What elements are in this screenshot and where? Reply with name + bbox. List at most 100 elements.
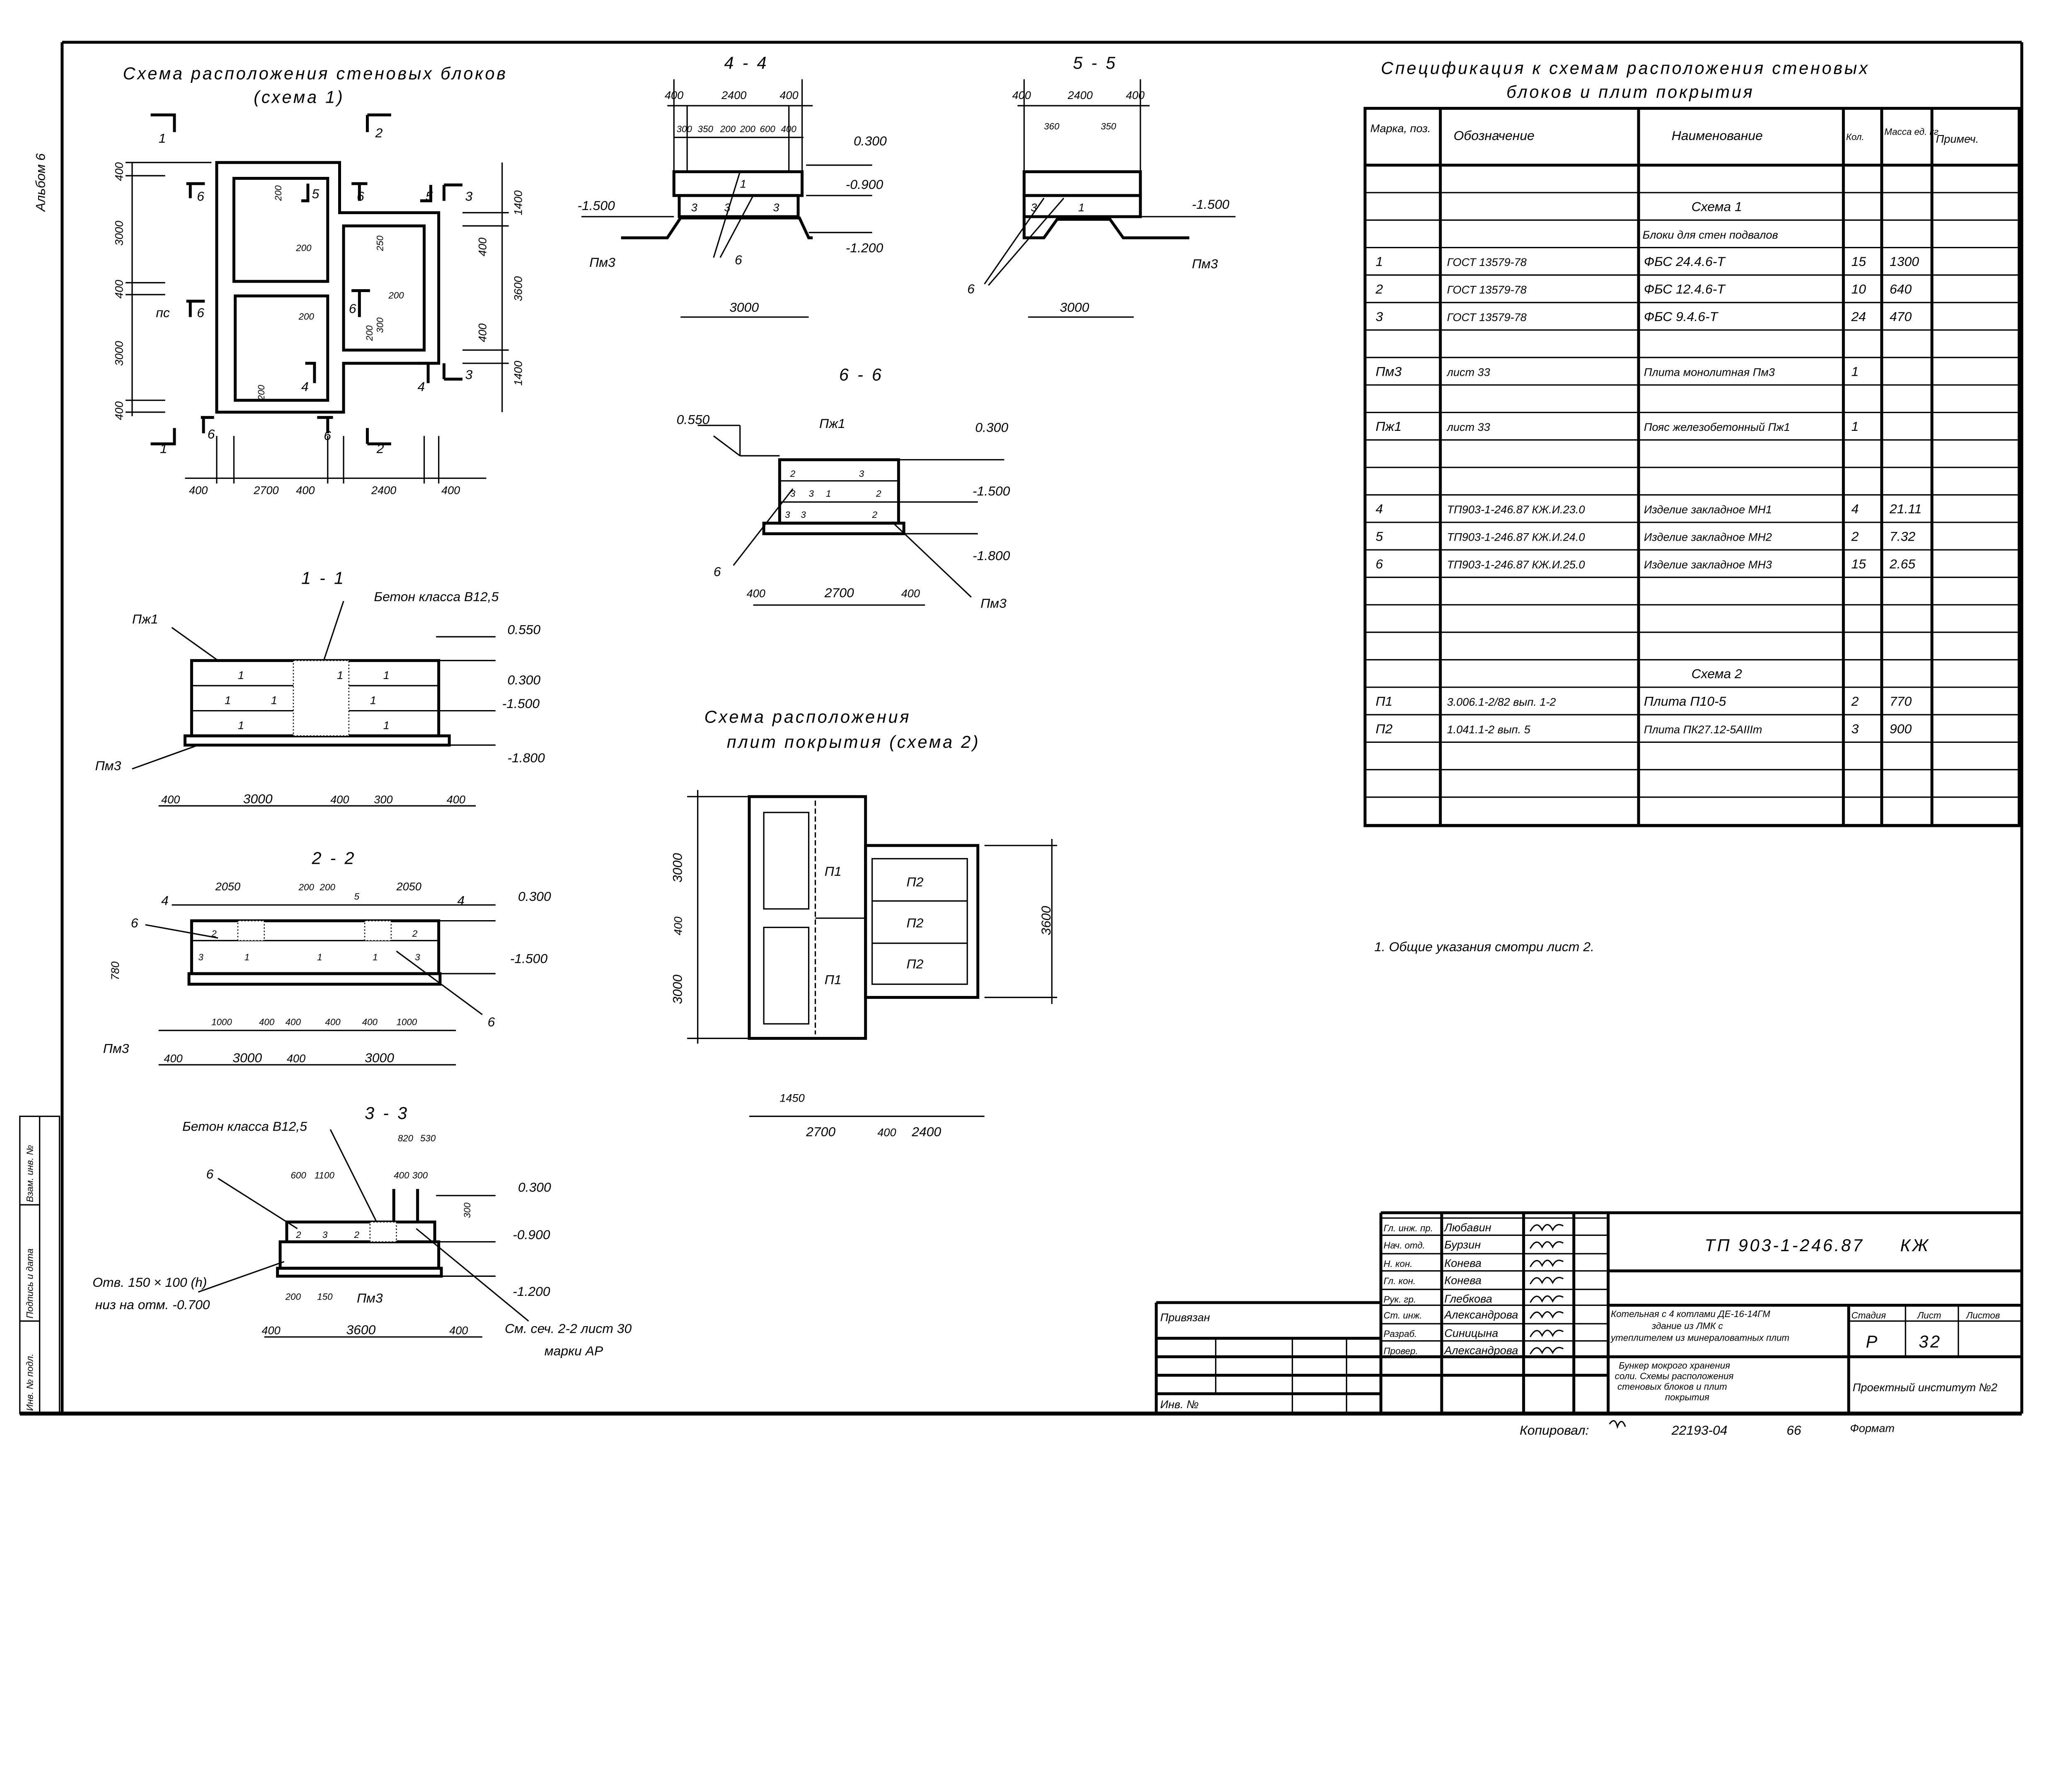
schema1-dim: 400 — [476, 237, 489, 256]
spec-cell-name: Изделие закладное МН3 — [1644, 558, 1772, 571]
slab-label: П1 — [825, 864, 842, 879]
spec-cell-qty: 3 — [1851, 721, 1859, 736]
sec22-label: 1 — [317, 952, 322, 962]
sec66-label: 3 — [785, 510, 790, 520]
sec11-label: 1 — [225, 694, 231, 707]
schema1-dim: 400 — [441, 484, 460, 497]
signatory-row: Рук. гр.Глебкова — [1384, 1292, 1564, 1305]
sec66-dim: 400 — [747, 587, 765, 599]
sec22-label: 2 — [211, 928, 217, 939]
sec11-elev: -1.800 — [507, 750, 545, 765]
sec66-elev: -1.500 — [973, 483, 1010, 498]
sec66-label: Пж1 — [819, 416, 845, 431]
sec55-dim: 350 — [1101, 121, 1116, 131]
section-mark: 6 — [197, 305, 204, 320]
schema1-dim: 200 — [273, 185, 283, 201]
sec33-label: 2 — [295, 1230, 301, 1240]
sec44-label: 6 — [735, 252, 742, 267]
spec-cell-mass: 900 — [1890, 721, 1912, 736]
organization: Проектный институт №2 — [1853, 1381, 1997, 1394]
spec-cell-designation: ТП903-1-246.87 КЖ.И.25.0 — [1447, 558, 1585, 571]
sec44-dim: 300 — [677, 124, 692, 134]
signatory-name: Александрова — [1443, 1344, 1518, 1356]
sec33-hole-level: низ на отм. -0.700 — [95, 1297, 210, 1312]
sec22-dim: 200 — [298, 882, 315, 892]
spec-cell-name: Плита П10-5 — [1644, 694, 1726, 708]
schema2-dim: 1450 — [779, 1091, 804, 1104]
signature — [1530, 1329, 1564, 1337]
sec22-dim: 400 — [286, 1017, 301, 1027]
signature — [1530, 1259, 1564, 1267]
sec66-label: 3 — [790, 488, 796, 499]
sec11-label: Пм3 — [95, 758, 121, 773]
sec22-label: 4 — [161, 893, 169, 908]
sec33-label: 2 — [354, 1230, 360, 1240]
spec-cell-qty: 24 — [1851, 309, 1866, 324]
drawing-sheet: Альбом 6 Инв. № подл. Подпись и дата Вза… — [19, 41, 2024, 1438]
signatory-name: Глебкова — [1444, 1292, 1492, 1305]
signatory-role: Ст. инж. — [1384, 1310, 1422, 1320]
schema1-subtitle: (схема 1) — [254, 87, 344, 107]
stage-label: Стадия — [1851, 1310, 1886, 1320]
sec22-label: 6 — [131, 916, 138, 931]
sec22-title: 2 - 2 — [312, 848, 356, 868]
schema1-dim: 400 — [296, 484, 315, 497]
sec66-title: 6 - 6 — [839, 365, 884, 384]
sec44-label: 1 — [740, 177, 746, 190]
spec-cell-designation: ГОСТ 13579-78 — [1447, 283, 1527, 296]
signature — [1530, 1224, 1564, 1232]
sec33-dim: 400 — [261, 1324, 280, 1337]
sec22-dim: 1000 — [211, 1017, 232, 1027]
copy-number: 66 — [1786, 1423, 1801, 1438]
section-mark: 1 — [159, 131, 166, 145]
stamp-sign-date: Подпись и дата — [25, 1249, 35, 1319]
sec22-dim: 400 — [287, 1052, 305, 1065]
section-mark: 2 — [376, 441, 384, 456]
section-mark: 2 — [375, 126, 383, 140]
section-mark: 6 — [197, 189, 204, 204]
spec-header: Марка, поз. — [1370, 122, 1431, 135]
signatory-name: Конева — [1444, 1274, 1481, 1286]
sheet-frame — [19, 41, 2024, 1416]
sec66-label: 3 — [809, 488, 814, 499]
spec-cell-mass: 1300 — [1890, 254, 1919, 269]
sec22-dim: 400 — [325, 1017, 341, 1027]
spec-cell-designation: ГОСТ 13579-78 — [1447, 311, 1527, 324]
spec-cell-qty: 10 — [1851, 282, 1866, 297]
section-mark: 5 — [312, 186, 320, 201]
sec11-dim: 400 — [330, 793, 349, 806]
sec55-dim: 400 — [1126, 89, 1145, 102]
stamp-inv-orig: Инв. № подл. — [25, 1353, 35, 1411]
section-mark: 4 — [301, 379, 309, 394]
album-label: Альбом 6 — [33, 153, 48, 212]
schema2-subtitle: плит покрытия (схема 2) — [727, 732, 980, 752]
spec-cell-name: Плита ПК27.12-5АIIIт — [1644, 723, 1762, 736]
spec-cell-mark: 1 — [1376, 254, 1383, 269]
schema1-dim: 1400 — [512, 361, 525, 386]
sec11-label: 1 — [271, 694, 277, 707]
specification-table: Спецификация к схемам расположения стено… — [1363, 58, 2021, 827]
sec33-dim: 400 — [394, 1170, 409, 1180]
drawing-title-line: покрытия — [1665, 1392, 1709, 1402]
schema1-dim: 3000 — [113, 221, 126, 246]
schema1-dim: 250 — [375, 235, 385, 251]
section-mark: 6 — [349, 301, 356, 316]
sec55-label: Пм3 — [1192, 256, 1218, 271]
sec66-label: 6 — [714, 564, 721, 579]
sec33-dim: 530 — [420, 1133, 436, 1143]
sec44-elev: -0.900 — [846, 177, 884, 192]
sec22-dim: 3000 — [232, 1050, 262, 1065]
sec55-dim: 2400 — [1067, 89, 1093, 102]
sheets-label: Листов — [1965, 1310, 2000, 1320]
spec-row: Схема 2 — [1692, 666, 1742, 681]
spec-cell-mark: Пм3 — [1376, 364, 1402, 379]
document-mark: КЖ — [1900, 1235, 1930, 1255]
slab-label: П2 — [906, 956, 923, 971]
schema2-title: Схема расположения — [704, 707, 911, 726]
signature — [1530, 1311, 1564, 1319]
sec22-label: Пм3 — [103, 1041, 129, 1056]
